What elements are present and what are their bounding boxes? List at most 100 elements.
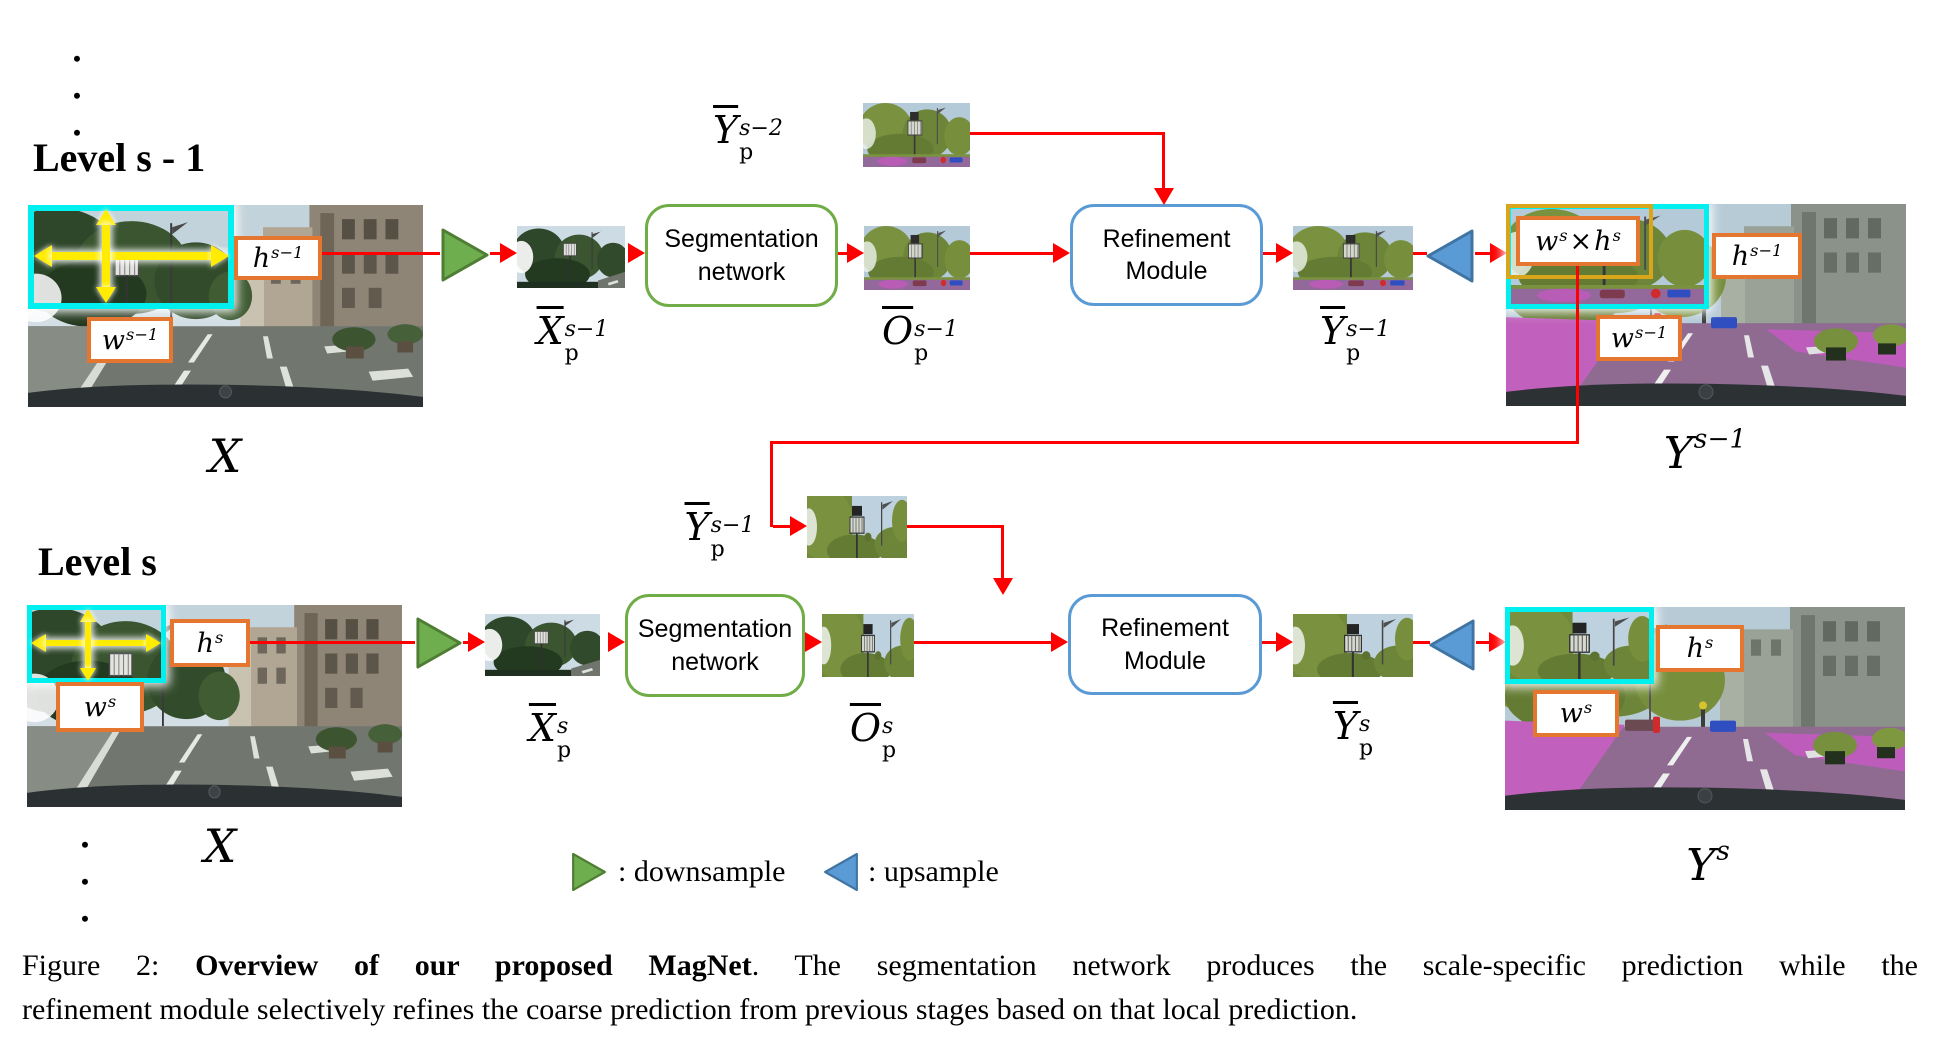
red-arrowhead-icon bbox=[1051, 632, 1068, 652]
upsample-icon bbox=[1425, 228, 1475, 284]
label-X-input: X bbox=[208, 429, 242, 483]
crop-height-arrow bbox=[85, 622, 91, 668]
crop-width-arrow bbox=[34, 245, 52, 267]
red-arrowhead-icon bbox=[468, 632, 485, 652]
caption-line-2: refinement module selectively refines th… bbox=[22, 993, 1358, 1026]
level-s-title: Level s bbox=[38, 539, 157, 584]
red-arrowhead-icon bbox=[1053, 243, 1070, 263]
refinement-module-box: Refinement Module bbox=[1070, 204, 1263, 306]
crop-width-arrow bbox=[146, 634, 161, 652]
vertical-ellipsis-bottom: • • • bbox=[81, 832, 89, 931]
red-connector bbox=[250, 641, 415, 644]
red-connector bbox=[1001, 525, 1004, 578]
red-connector bbox=[773, 525, 790, 528]
scale-region-box bbox=[1506, 204, 1653, 279]
crop-width-arrow bbox=[31, 634, 46, 652]
red-connector bbox=[1162, 132, 1165, 188]
red-arrowhead-icon bbox=[805, 632, 822, 652]
red-connector bbox=[770, 441, 1579, 444]
red-arrowhead-icon bbox=[608, 632, 625, 652]
red-arrowhead-icon bbox=[1154, 188, 1174, 205]
upsample-icon bbox=[1428, 618, 1476, 672]
crop-region-box bbox=[28, 205, 234, 309]
red-connector bbox=[1262, 641, 1276, 644]
crop-height-arrow bbox=[96, 209, 116, 225]
refinement-module-box: Refinement Module bbox=[1068, 594, 1262, 695]
red-connector bbox=[770, 441, 773, 527]
red-connector bbox=[1413, 641, 1430, 644]
segmentation-network-box: Segmentation network bbox=[625, 594, 805, 697]
red-arrowhead-icon bbox=[500, 243, 517, 263]
previous-prediction-crop-Ybar-p-s-1 bbox=[807, 496, 907, 558]
crop-height-arrow bbox=[102, 225, 110, 287]
red-arrowhead-icon bbox=[1489, 632, 1506, 652]
refined-prediction-Ybar-p-s bbox=[1293, 614, 1413, 677]
caption-bold: Overview of our proposed MagNet bbox=[195, 949, 752, 982]
downsample-legend-icon bbox=[571, 845, 607, 899]
red-connector bbox=[1475, 252, 1490, 255]
red-connector bbox=[914, 641, 1051, 644]
crop-height-arrow bbox=[80, 609, 96, 622]
red-connector bbox=[490, 252, 500, 255]
refined-prediction-Ybar-p-s-1 bbox=[1293, 226, 1413, 290]
downsample-icon bbox=[415, 616, 463, 670]
red-arrowhead-icon bbox=[1276, 632, 1293, 652]
caption-line-1: Figure 2: Overview of our proposed MagNe… bbox=[22, 949, 1918, 982]
previous-prediction-Ybar-p-s-2 bbox=[863, 103, 970, 167]
downsample-icon bbox=[440, 227, 490, 283]
patch-image-Xbar-p-s bbox=[485, 614, 600, 676]
figure-caption: Figure 2: Overview of our proposed MagNe… bbox=[22, 944, 1918, 1032]
coarse-prediction-Obar-p-s-1 bbox=[864, 226, 970, 290]
crop-width-arrow bbox=[211, 245, 229, 267]
crop-region-box bbox=[27, 605, 166, 683]
red-connector bbox=[838, 252, 847, 255]
upsample-legend-label: : upsample bbox=[868, 855, 999, 888]
crop-width-arrow bbox=[46, 640, 146, 646]
red-connector bbox=[1263, 252, 1276, 255]
red-connector bbox=[1576, 266, 1579, 444]
segmentation-network-box: Segmentation network bbox=[645, 204, 838, 307]
coarse-prediction-Obar-p-s bbox=[822, 614, 914, 677]
red-connector bbox=[1476, 641, 1489, 644]
crop-width-arrow bbox=[52, 252, 211, 260]
label-X-input: X bbox=[203, 819, 237, 873]
red-arrowhead-icon bbox=[628, 243, 645, 263]
red-connector bbox=[970, 252, 1053, 255]
level-s-1-title: Level s - 1 bbox=[33, 135, 206, 180]
crop-height-arrow bbox=[96, 287, 116, 303]
downsample-legend-label: : downsample bbox=[618, 855, 786, 888]
crop-height-arrow bbox=[80, 668, 96, 681]
red-connector bbox=[463, 641, 468, 644]
upsample-legend-icon bbox=[823, 845, 859, 899]
patch-image-Xbar-p-s-1 bbox=[517, 226, 625, 288]
vertical-ellipsis-top: • • • bbox=[73, 46, 81, 145]
red-connector bbox=[907, 525, 1004, 528]
red-arrowhead-icon bbox=[1276, 243, 1293, 263]
red-arrowhead-icon bbox=[790, 516, 807, 536]
crop-region-box bbox=[1505, 607, 1654, 684]
red-connector bbox=[970, 132, 1165, 135]
red-arrowhead-icon bbox=[993, 578, 1013, 595]
red-arrowhead-icon bbox=[1490, 243, 1507, 263]
red-arrowhead-icon bbox=[847, 243, 864, 263]
